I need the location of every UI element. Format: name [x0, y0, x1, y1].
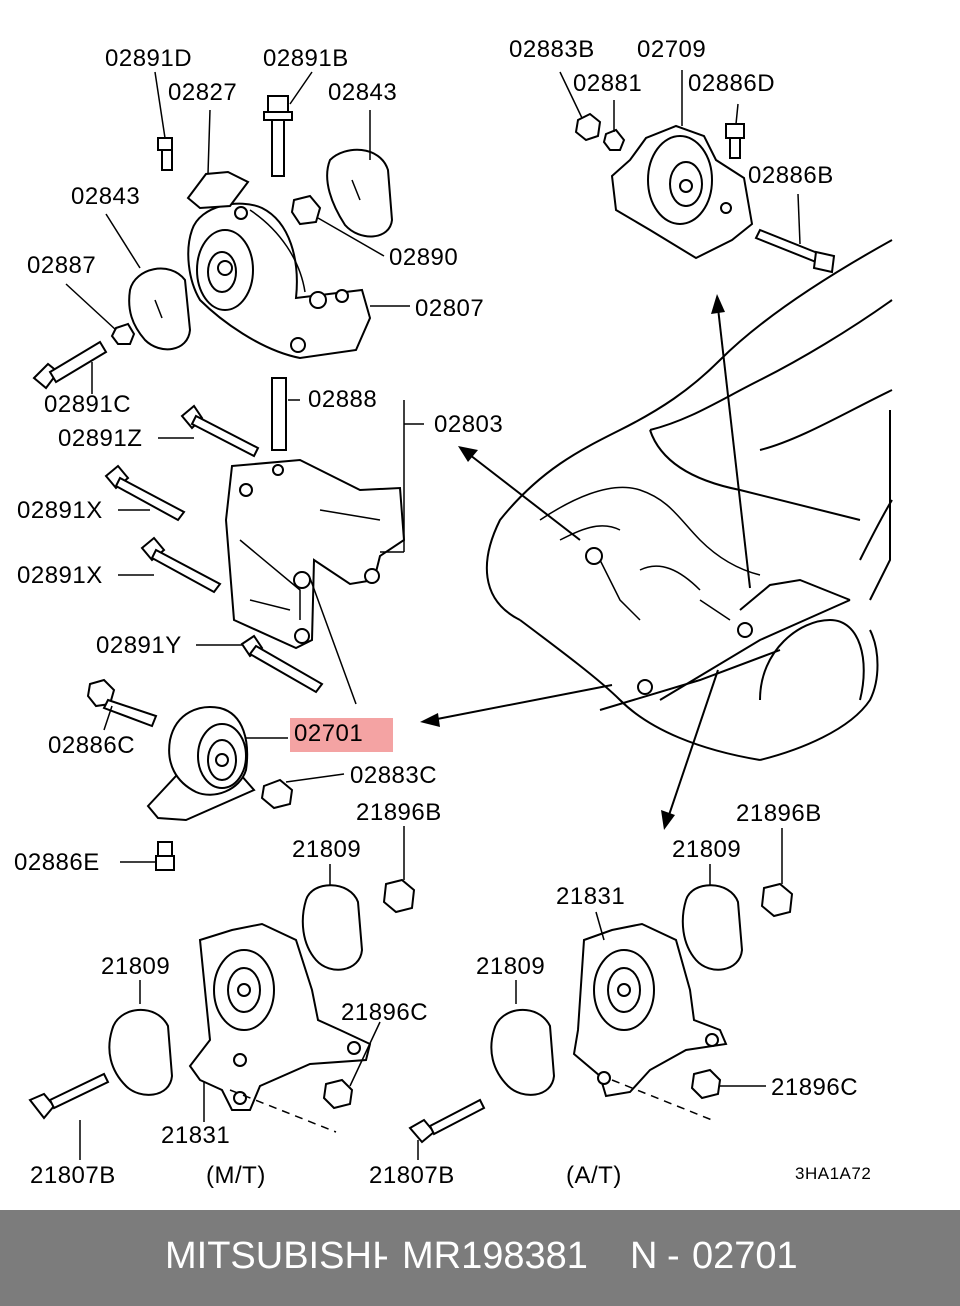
label-02891Y: 02891Y — [96, 632, 182, 659]
label-02807: 02807 — [415, 295, 485, 322]
label-02891C: 02891C — [44, 391, 132, 418]
footer-ref-number: 02701 — [692, 1235, 798, 1277]
footer-part-number: MR198381 — [402, 1235, 588, 1277]
footer-separator: - — [376, 1235, 389, 1277]
label-02886C: 02886C — [48, 732, 136, 759]
label-21896C-mt: 21896C — [341, 999, 429, 1026]
label-02891Z: 02891Z — [58, 425, 143, 452]
label-21807B-mt: 21807B — [30, 1162, 116, 1189]
label-02891X-upper: 02891X — [17, 497, 103, 524]
label-02887: 02887 — [27, 252, 97, 279]
label-21896C-at: 21896C — [771, 1074, 859, 1101]
label-21809-mt-left: 21809 — [101, 953, 171, 980]
label-02888: 02888 — [308, 386, 378, 413]
mount-02701 — [86, 678, 294, 871]
label-02886D: 02886D — [688, 70, 776, 97]
label-21809-at-upper: 21809 — [672, 836, 742, 863]
label-02709: 02709 — [637, 36, 707, 63]
label-02890: 02890 — [389, 244, 459, 271]
label-02886B: 02886B — [748, 162, 834, 189]
diagram-drawing — [28, 70, 893, 1160]
label-02883B: 02883B — [509, 36, 595, 63]
label-02803: 02803 — [434, 411, 504, 438]
footer-bar: MITSUBISHI - MR198381 N - 02701 — [0, 1210, 960, 1306]
label-21896B-left: 21896B — [356, 799, 442, 826]
label-02843-top: 02843 — [328, 79, 398, 106]
pointer-arrows — [420, 294, 751, 830]
footer-ref-prefix: N — [630, 1235, 658, 1277]
label-02881: 02881 — [573, 70, 643, 97]
label-02891D: 02891D — [105, 45, 193, 72]
label-02843-left: 02843 — [71, 183, 141, 210]
label-21831-mt: 21831 — [161, 1122, 231, 1149]
label-21831-at: 21831 — [556, 883, 626, 910]
footer-brand: MITSUBISHI — [165, 1235, 383, 1277]
footer-separator-2: - — [667, 1235, 680, 1277]
mount-mt — [28, 878, 416, 1133]
bracket-02803 — [104, 377, 406, 705]
label-21807B-at: 21807B — [369, 1162, 455, 1189]
label-02891X-lower: 02891X — [17, 562, 103, 589]
label-02886E: 02886E — [14, 849, 100, 876]
label-mt-variant: (M/T) — [206, 1162, 266, 1189]
parts-diagram: 02891D 02891B 02827 02843 02843 02887 02… — [14, 36, 893, 1189]
label-21896B-right: 21896B — [736, 800, 822, 827]
leader-lines — [65, 70, 801, 1160]
label-diagram-code: 3HA1A72 — [795, 1164, 872, 1183]
mount-02709 — [574, 112, 836, 274]
mount-at — [408, 882, 794, 1144]
label-02891B: 02891B — [263, 45, 349, 72]
label-at-variant: (A/T) — [566, 1162, 622, 1189]
label-02827: 02827 — [168, 79, 238, 106]
upper-left-mount — [32, 95, 394, 390]
label-02701-highlighted: 02701 — [290, 718, 394, 752]
label-21809-at-left: 21809 — [476, 953, 546, 980]
car-outline — [485, 239, 893, 761]
label-02883C: 02883C — [350, 762, 438, 789]
label-21809-mt-upper: 21809 — [292, 836, 362, 863]
